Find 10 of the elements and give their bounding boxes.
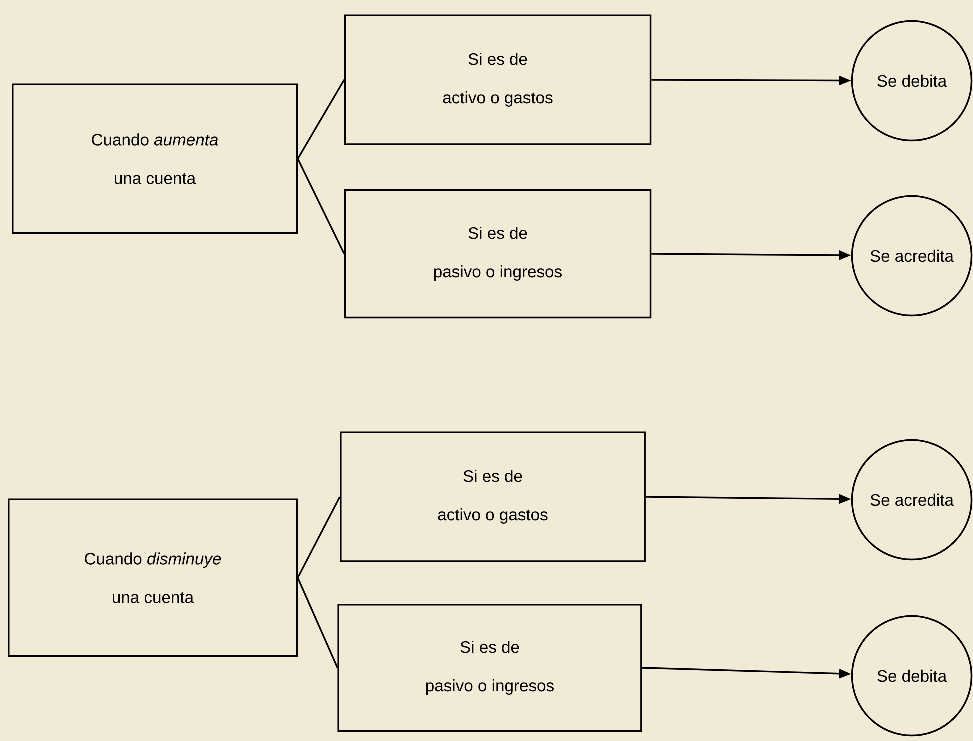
condition-box: Si es de pasivo o ingresos bbox=[338, 604, 642, 732]
condition-box: Si es de pasivo o ingresos bbox=[344, 189, 652, 319]
condition-box: Si es de activo o gastos bbox=[340, 432, 646, 562]
condition-box: Cuando disminuye una cuenta bbox=[8, 498, 298, 658]
branch-line bbox=[297, 158, 346, 254]
branch-line bbox=[297, 496, 341, 578]
branch-line bbox=[297, 80, 346, 160]
condition-box: Cuando aumenta una cuenta bbox=[12, 84, 298, 234]
condition-box: Si es de activo o gastos bbox=[344, 14, 652, 146]
branch-line bbox=[297, 578, 338, 668]
